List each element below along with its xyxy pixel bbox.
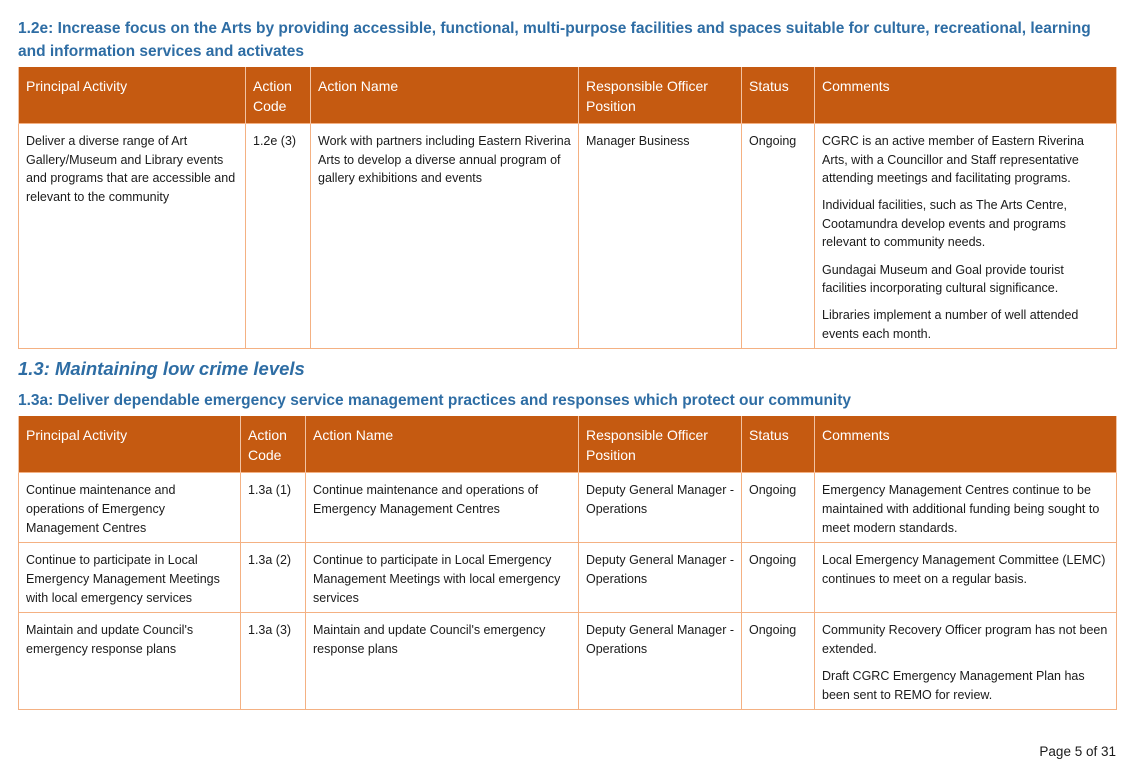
cell-action-name: Continue to participate in Local Emergen… <box>305 542 579 614</box>
cell-status: Ongoing <box>741 542 815 614</box>
comment-paragraph: Local Emergency Management Committee (LE… <box>822 553 1106 587</box>
col-header-action-name: Action Name <box>305 416 579 473</box>
col-header-responsible-officer: Responsible Officer Position <box>578 416 742 473</box>
comment-paragraph: Libraries implement a number of well att… <box>822 308 1079 341</box>
table-1-3a: Principal Activity Action Code Action Na… <box>18 416 1117 711</box>
comment-paragraph: CGRC is an active member of Eastern Rive… <box>822 134 1084 186</box>
cell-principal-activity: Maintain and update Council's emergency … <box>18 612 241 711</box>
comment-paragraph: Community Recovery Officer program has n… <box>822 623 1108 657</box>
col-header-comments: Comments <box>814 67 1117 124</box>
cell-comments: Local Emergency Management Committee (LE… <box>814 542 1117 614</box>
cell-action-code: 1.3a (2) <box>240 542 306 614</box>
cell-status: Ongoing <box>741 122 815 350</box>
table-header-row: Principal Activity Action Code Action Na… <box>18 67 1117 124</box>
col-header-principal-activity: Principal Activity <box>18 416 241 473</box>
comment-paragraph: Individual facilities, such as The Arts … <box>822 198 1068 250</box>
cell-action-code: 1.2e (3) <box>245 122 311 350</box>
cell-principal-activity: Continue to participate in Local Emergen… <box>18 542 241 614</box>
cell-responsible-officer: Deputy General Manager - Operations <box>578 542 742 614</box>
cell-status: Ongoing <box>741 612 815 711</box>
cell-principal-activity: Deliver a diverse range of Art Gallery/M… <box>18 122 246 350</box>
cell-action-code: 1.3a (3) <box>240 612 306 711</box>
col-header-comments: Comments <box>814 416 1117 473</box>
cell-comments: Emergency Management Centres continue to… <box>814 472 1117 544</box>
col-header-status: Status <box>741 416 815 473</box>
comment-paragraph: Gundagai Museum and Goal provide tourist… <box>822 262 1064 296</box>
table-row: Maintain and update Council's emergency … <box>18 612 1117 711</box>
col-header-action-code: Action Code <box>245 67 311 124</box>
col-header-principal-activity: Principal Activity <box>18 67 246 124</box>
cell-action-name: Work with partners including Eastern Riv… <box>310 122 579 350</box>
section-heading-1-3: 1.3: Maintaining low crime levels <box>18 358 305 380</box>
cell-comments: Community Recovery Officer program has n… <box>814 612 1117 711</box>
col-header-status: Status <box>741 67 815 124</box>
table-row: Continue maintenance and operations of E… <box>18 472 1117 544</box>
cell-responsible-officer: Deputy General Manager - Operations <box>578 612 742 711</box>
col-header-action-code: Action Code <box>240 416 306 473</box>
cell-action-name: Continue maintenance and operations of E… <box>305 472 579 544</box>
table-1-2e: Principal Activity Action Code Action Na… <box>18 67 1117 350</box>
comment-paragraph: Emergency Management Centres continue to… <box>822 483 1100 535</box>
col-header-responsible-officer: Responsible Officer Position <box>578 67 742 124</box>
cell-status: Ongoing <box>741 472 815 544</box>
cell-action-code: 1.3a (1) <box>240 472 306 544</box>
section-heading-1-2e: 1.2e: Increase focus on the Arts by prov… <box>18 20 1091 60</box>
cell-comments: CGRC is an active member of Eastern Rive… <box>814 122 1117 350</box>
table-row: Deliver a diverse range of Art Gallery/M… <box>18 122 1117 350</box>
cell-responsible-officer: Manager Business <box>578 122 742 350</box>
table-row: Continue to participate in Local Emergen… <box>18 542 1117 614</box>
cell-principal-activity: Continue maintenance and operations of E… <box>18 472 241 544</box>
section-subheading-1-3a: 1.3a: Deliver dependable emergency servi… <box>18 392 851 410</box>
col-header-action-name: Action Name <box>310 67 579 124</box>
cell-action-name: Maintain and update Council's emergency … <box>305 612 579 711</box>
table-header-row: Principal Activity Action Code Action Na… <box>18 416 1117 473</box>
cell-responsible-officer: Deputy General Manager - Operations <box>578 472 742 544</box>
page-number: Page 5 of 31 <box>1039 744 1116 759</box>
comment-paragraph: Draft CGRC Emergency Management Plan has… <box>822 669 1085 702</box>
